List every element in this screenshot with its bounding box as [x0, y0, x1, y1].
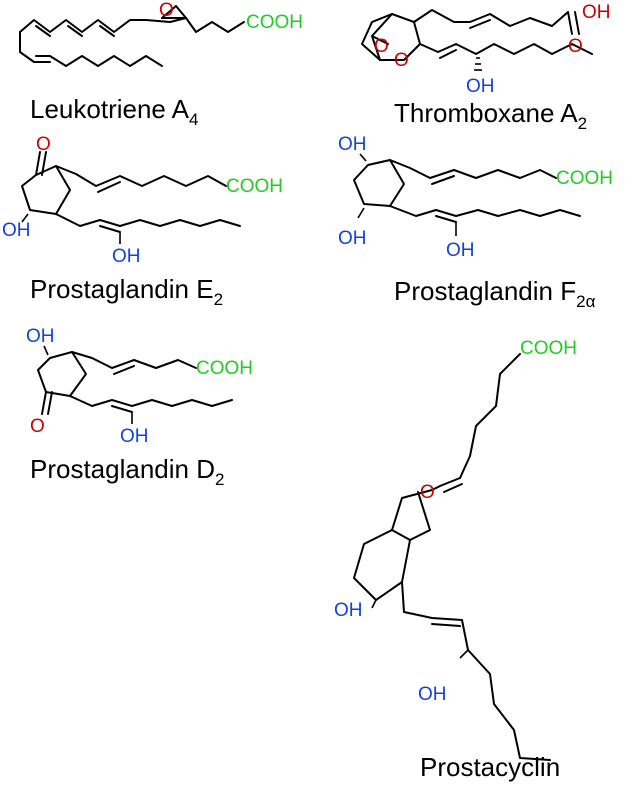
thromboxane-carbonyl-o: O	[568, 36, 583, 57]
thromboxane-ring-oxygen-2: O	[394, 50, 409, 71]
pgd2-ring-hydroxyl: OH	[26, 326, 55, 347]
pgd2-acid-label: COOH	[196, 358, 253, 379]
prostacyclin-structure	[353, 353, 551, 761]
pge2-ring-hydroxyl: OH	[2, 220, 31, 241]
epoxide-oxygen-label: O	[159, 0, 174, 21]
pgf2a-ring-hydroxyl-top: OH	[338, 134, 367, 155]
pgf2a-ring-hydroxyl-bottom: OH	[338, 228, 367, 249]
prostaglandin-d2-caption: Prostaglandin D2	[30, 454, 224, 489]
prostaglandin-f2a-structure	[353, 153, 581, 236]
thromboxane-hydroxyl: OH	[466, 76, 495, 97]
thromboxane-a2-caption: Thromboxane A2	[394, 98, 587, 133]
thromboxane-acid-oh: OH	[582, 2, 611, 23]
prostaglandin-d2-structure	[37, 345, 233, 424]
prostacyclin-caption: Prostacyclin	[420, 752, 560, 782]
pgd2-ketone-o: O	[30, 416, 45, 437]
prostacyclin-ring-hydroxyl: OH	[334, 600, 363, 621]
prostacyclin-chain-hydroxyl: OH	[418, 684, 447, 705]
thromboxane-a2-structure	[361, 9, 593, 71]
pge2-acid-label: COOH	[226, 176, 283, 197]
leukotriene-a4-caption: Leukotriene A4	[30, 94, 198, 129]
prostaglandin-f2a-caption: Prostaglandin F2α	[394, 276, 596, 311]
leukotriene-acid-label: COOH	[246, 12, 303, 33]
prostaglandin-e2-structure	[21, 151, 241, 244]
pgf2a-acid-label: COOH	[556, 168, 613, 189]
prostaglandin-e2-caption: Prostaglandin E2	[30, 274, 223, 309]
thromboxane-ring-oxygen-1: O	[374, 36, 389, 57]
pge2-chain-hydroxyl: OH	[112, 246, 141, 267]
leukotriene-a4-structure	[19, 5, 245, 67]
pgd2-chain-hydroxyl: OH	[120, 426, 149, 447]
pge2-ketone-o: O	[36, 134, 51, 155]
prostacyclin-acid-label: COOH	[520, 338, 577, 359]
prostacyclin-ring-oxygen: O	[420, 482, 435, 503]
pgf2a-chain-hydroxyl: OH	[446, 240, 475, 261]
